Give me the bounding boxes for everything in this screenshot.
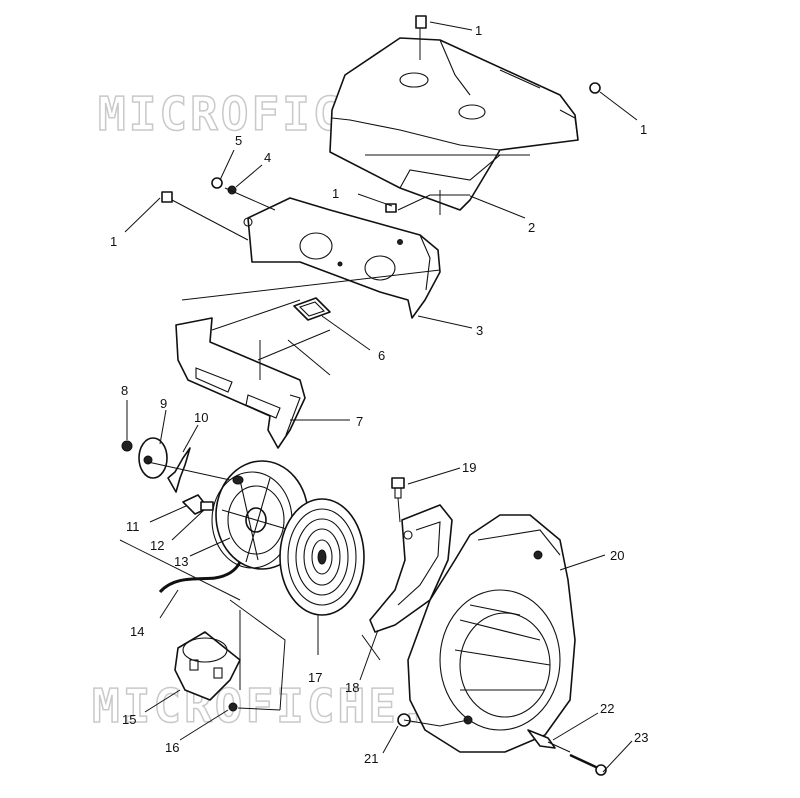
callout-23: 23	[634, 730, 648, 745]
starter-rope[interactable]	[158, 561, 242, 594]
callout-22: 22	[600, 701, 614, 716]
pawl-pin[interactable]	[200, 501, 214, 511]
callout-17: 17	[308, 670, 322, 685]
pawl-spring[interactable]	[167, 447, 191, 493]
bolt-1-mid[interactable]	[385, 203, 397, 213]
callout-3: 3	[476, 323, 483, 338]
bolt-1-right[interactable]	[589, 82, 601, 94]
assembly-guide-lines	[119, 28, 571, 753]
callout-12: 12	[150, 538, 164, 553]
starter-mounting-bracket[interactable]	[369, 504, 453, 633]
callout-1-left: 1	[110, 234, 117, 249]
callout-18: 18	[345, 680, 359, 695]
callout-1-right: 1	[640, 122, 647, 137]
callout-11: 11	[126, 519, 140, 534]
callout-20: 20	[610, 548, 624, 563]
callout-21: 21	[364, 751, 378, 766]
callout-16: 16	[165, 740, 179, 755]
callout-10: 10	[194, 410, 208, 425]
callout-14: 14	[130, 624, 144, 639]
recoil-spring[interactable]	[279, 498, 365, 616]
callout-leaders	[124, 21, 638, 773]
screw-16[interactable]	[228, 702, 238, 712]
callout-9: 9	[160, 396, 167, 411]
callout-4: 4	[264, 150, 271, 165]
hex-nut[interactable]	[121, 440, 133, 452]
callout-6: 6	[378, 348, 385, 363]
rope-guide-cup[interactable]	[174, 631, 241, 701]
top-shroud-cover[interactable]	[329, 37, 579, 211]
bolt-23[interactable]	[569, 753, 607, 776]
friction-plate[interactable]	[138, 437, 168, 479]
callout-8: 8	[121, 383, 128, 398]
clip-22[interactable]	[527, 729, 556, 749]
callout-1-top: 1	[475, 23, 482, 38]
callout-2: 2	[528, 220, 535, 235]
callout-13: 13	[174, 554, 188, 569]
rear-mounting-plate[interactable]	[243, 197, 441, 319]
gasket[interactable]	[293, 297, 331, 321]
callout-5: 5	[235, 133, 242, 148]
callout-labels: 1 1 1 1 2 3 4 5 6 7 8 9 10 11 12 13 14 1…	[110, 23, 648, 766]
callout-7: 7	[356, 414, 363, 429]
callout-1-mid: 1	[332, 186, 339, 201]
fan-housing[interactable]	[407, 514, 576, 753]
nut-5[interactable]	[211, 177, 223, 189]
bolt-1-top[interactable]	[415, 15, 427, 29]
callout-15: 15	[122, 712, 136, 727]
callout-19: 19	[462, 460, 476, 475]
bolt-19[interactable]	[391, 477, 405, 499]
bolt-1-left[interactable]	[161, 191, 173, 203]
cowl-bracket[interactable]	[175, 317, 306, 449]
